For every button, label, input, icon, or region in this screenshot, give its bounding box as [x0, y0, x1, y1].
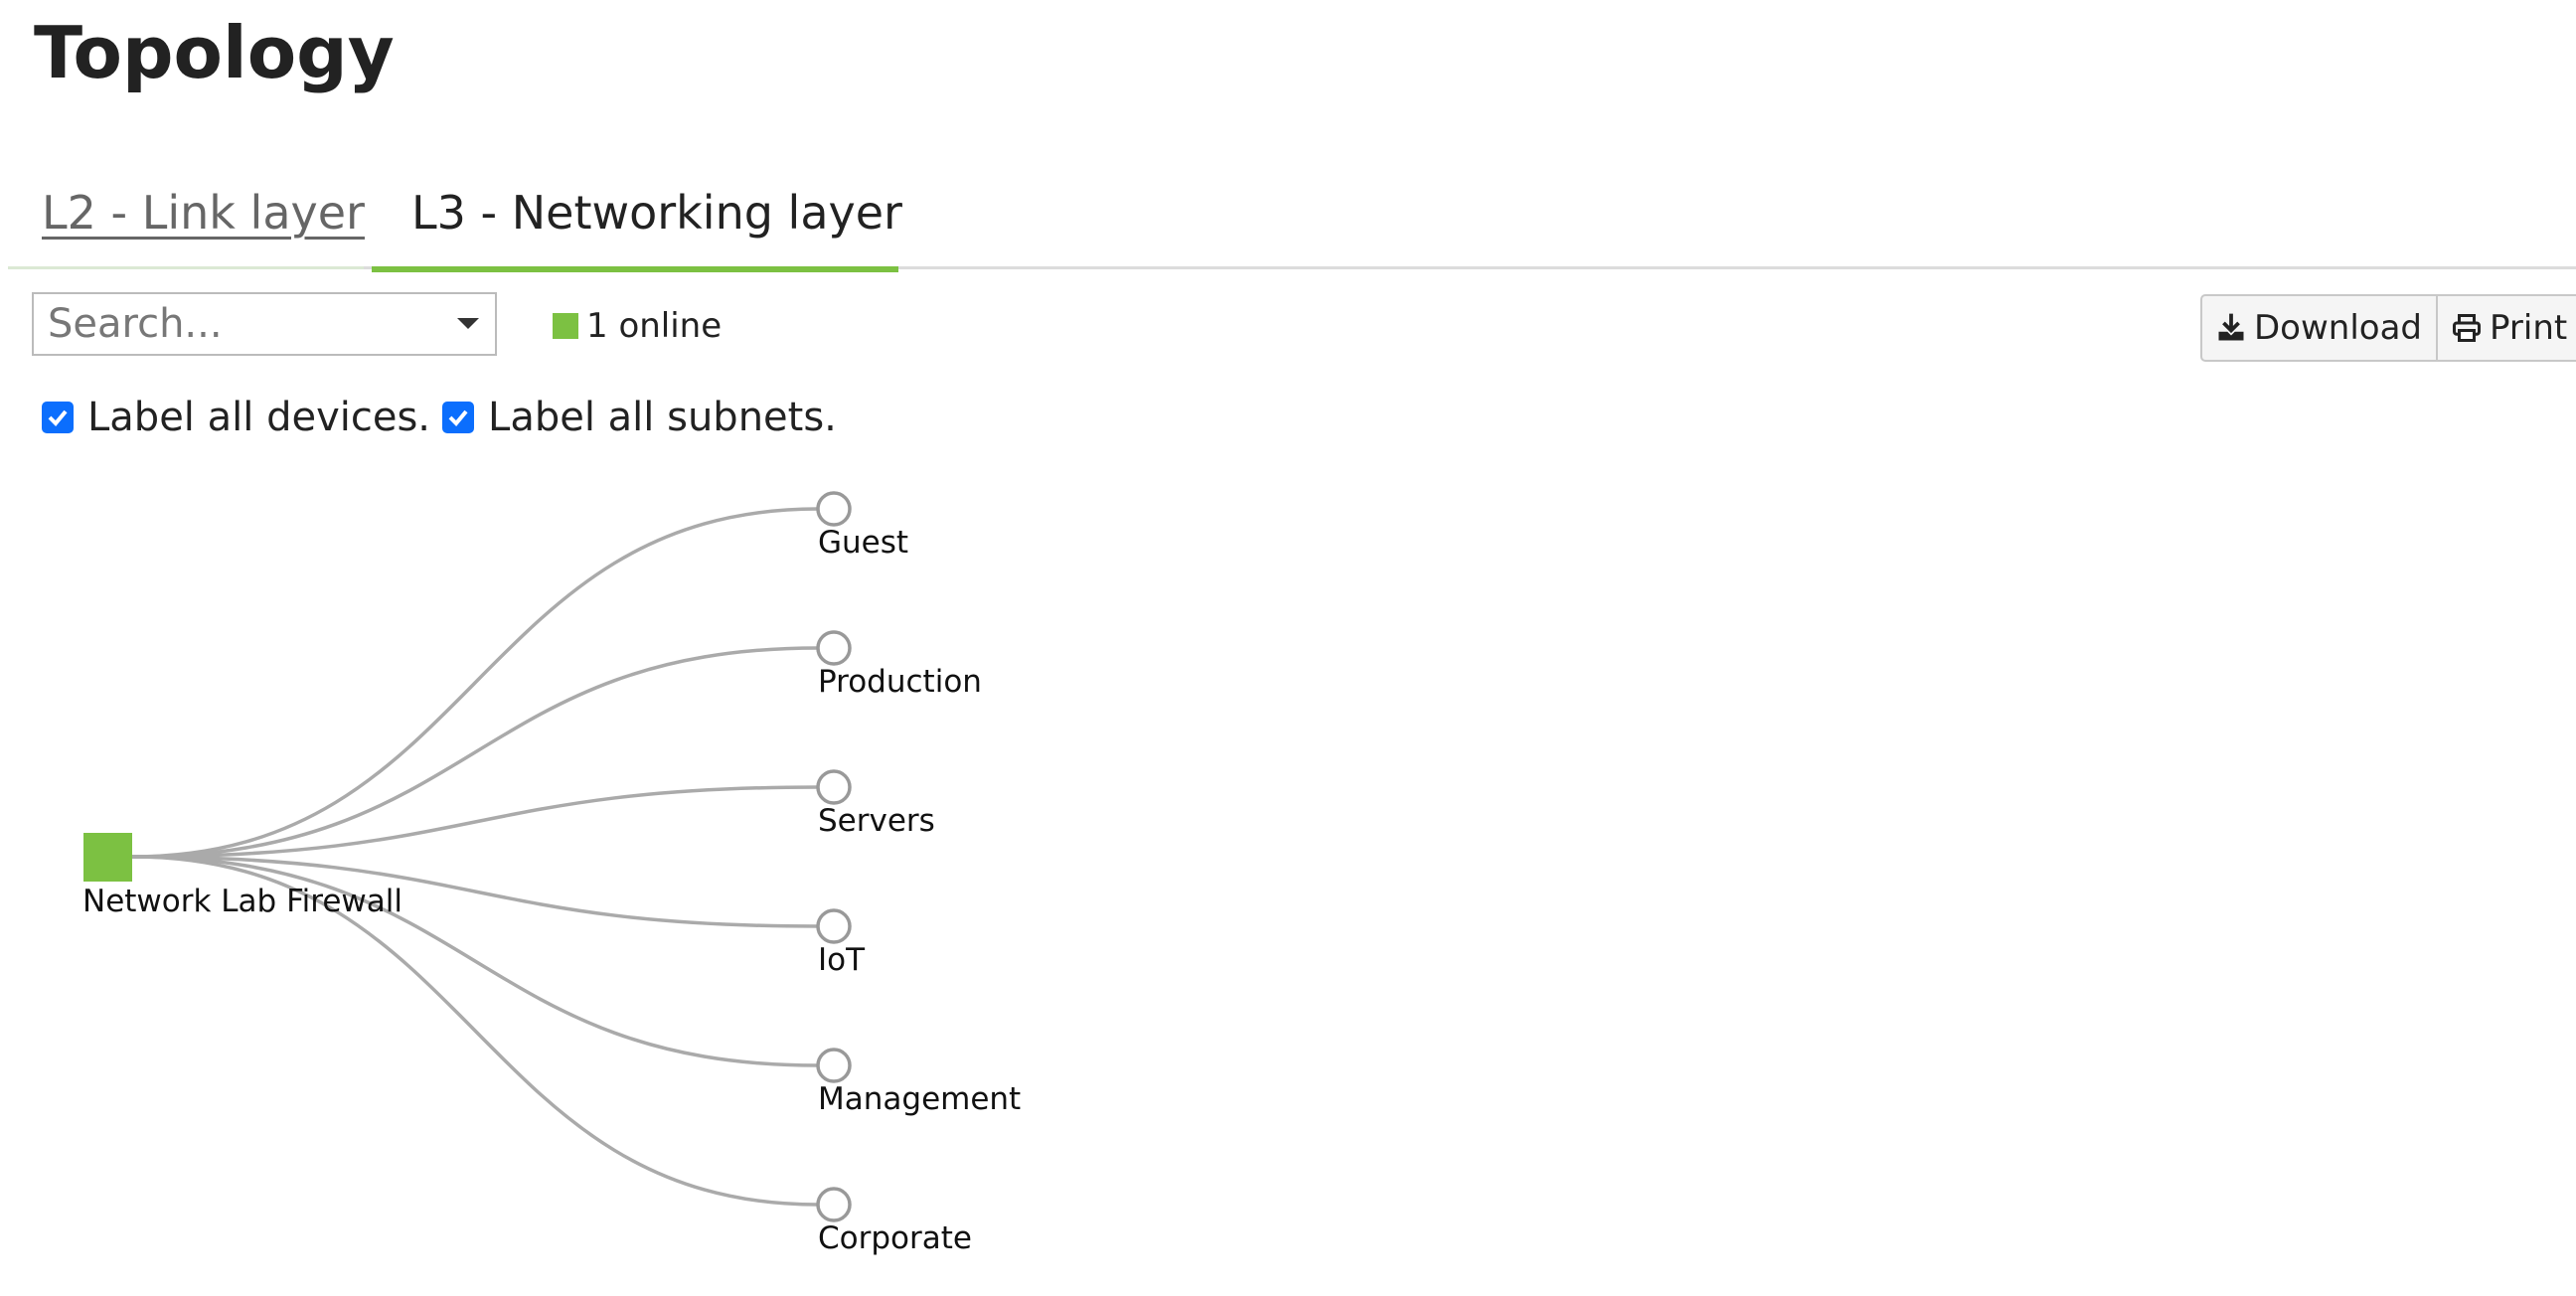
search-input[interactable] — [34, 294, 431, 354]
label-subnets-text: Label all subnets. — [488, 395, 837, 440]
label-devices-checkbox[interactable] — [42, 402, 74, 433]
link-edge — [131, 855, 819, 1067]
label-devices-text: Label all devices. — [87, 395, 431, 440]
label-subnets-checkbox[interactable] — [442, 402, 475, 433]
export-button-group: Download Print — [2200, 294, 2576, 362]
download-icon — [2218, 313, 2244, 341]
subnet-node[interactable] — [816, 630, 852, 666]
layer-tabs: L2 - Link layer L3 - Networking layer — [8, 159, 2576, 272]
subnet-label: Guest — [818, 525, 908, 561]
download-button[interactable]: Download — [2202, 296, 2436, 360]
online-count: 1 online — [586, 306, 723, 346]
subnet-node[interactable] — [816, 769, 852, 805]
subnet-node[interactable] — [816, 491, 852, 527]
subnet-label: IoT — [818, 942, 866, 978]
tab-l3-label: L3 - Networking layer — [411, 186, 902, 240]
subnet-node[interactable] — [816, 1048, 852, 1083]
page-title: Topology — [34, 11, 395, 94]
device-label: Network Lab Firewall — [82, 884, 402, 919]
link-edge — [131, 855, 819, 928]
print-button[interactable]: Print — [2436, 296, 2576, 360]
tab-l2-label: L2 - Link layer — [42, 186, 365, 240]
link-edge — [131, 785, 819, 859]
tab-l2-link-layer[interactable]: L2 - Link layer — [8, 173, 365, 269]
check-icon — [448, 409, 468, 426]
caret-down-icon[interactable] — [457, 318, 479, 329]
label-options: Label all devices. Label all subnets. — [42, 390, 849, 445]
subnet-node[interactable] — [816, 1187, 852, 1222]
link-edge — [131, 855, 819, 1207]
tab-l3-networking-layer[interactable]: L3 - Networking layer — [372, 173, 902, 272]
link-edge — [131, 507, 819, 859]
subnet-label: Corporate — [818, 1220, 972, 1256]
subnet-node[interactable] — [816, 908, 852, 944]
subnet-label: Production — [818, 664, 982, 700]
print-label: Print — [2490, 308, 2568, 348]
subnet-label: Management — [818, 1081, 1021, 1117]
online-status: 1 online — [553, 304, 722, 348]
link-edge — [131, 646, 819, 859]
check-icon — [48, 409, 68, 426]
device-node[interactable] — [83, 833, 132, 882]
printer-icon — [2453, 314, 2482, 342]
download-label: Download — [2254, 308, 2423, 348]
online-legend-swatch — [553, 313, 578, 339]
subnet-label: Servers — [818, 803, 935, 839]
search-select[interactable] — [32, 292, 497, 356]
